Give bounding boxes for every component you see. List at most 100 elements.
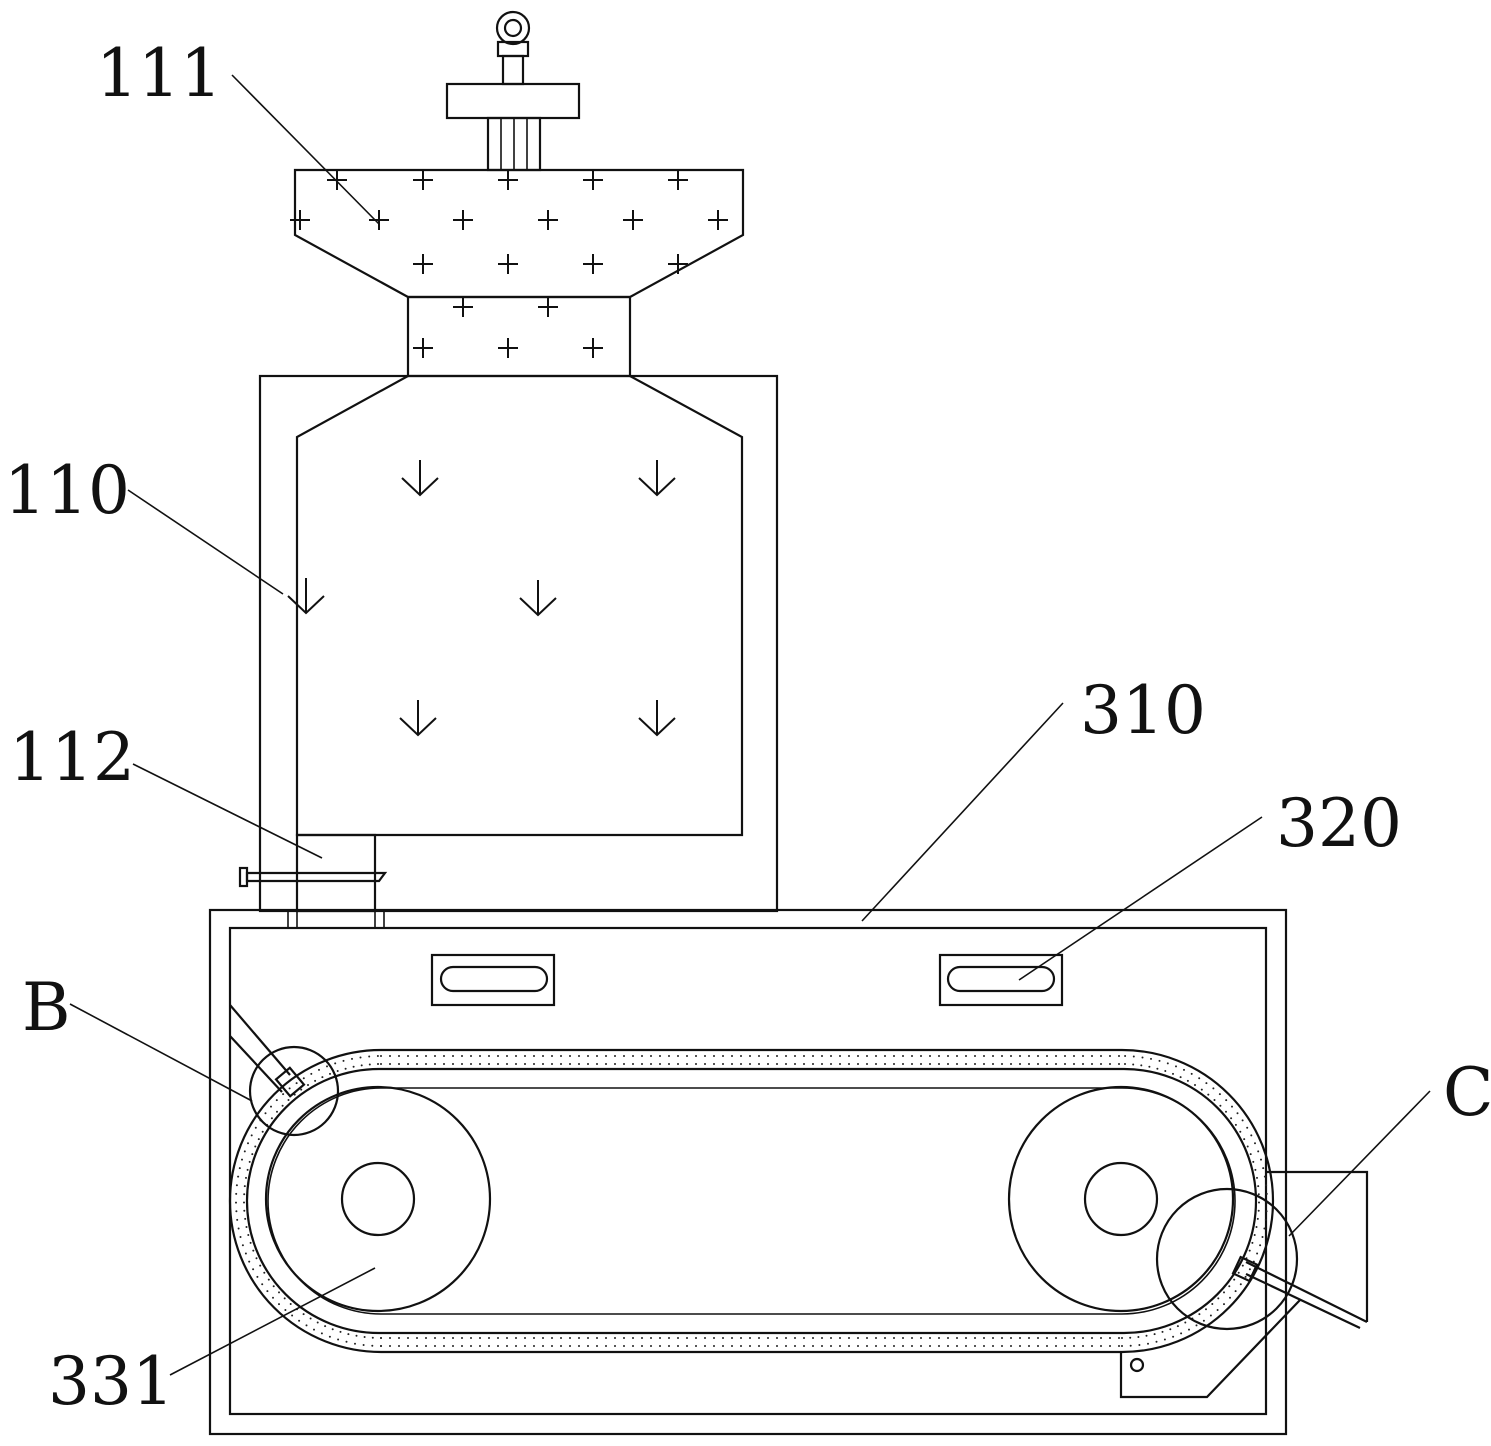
plus-mark	[453, 297, 473, 317]
belt-dot	[249, 1241, 252, 1244]
scraper-b	[229, 1004, 340, 1137]
belt-dot	[1261, 1236, 1264, 1238]
belt-dot	[443, 1337, 445, 1339]
belt-dot	[1251, 1241, 1254, 1244]
tank-outer-wall	[258, 374, 779, 913]
belt-dot	[389, 1063, 391, 1065]
belt-dot	[363, 1336, 366, 1338]
belt-dot	[929, 1063, 931, 1065]
belt-dot	[1256, 1217, 1259, 1220]
belt-dot	[632, 1055, 634, 1057]
belt-dot	[839, 1063, 841, 1065]
belt-dot	[1257, 1209, 1260, 1212]
belt-dot	[275, 1099, 278, 1102]
top-hopper	[290, 168, 745, 378]
belt-dot	[434, 1055, 436, 1057]
belt-dot	[1155, 1340, 1158, 1343]
belt-dot	[578, 1055, 580, 1057]
belt-dot	[1164, 1070, 1167, 1072]
belt-dot	[1216, 1309, 1219, 1311]
belt-dot	[1001, 1063, 1003, 1065]
plus-mark	[668, 254, 688, 274]
belt-dot	[542, 1055, 544, 1057]
belt-dot	[1244, 1275, 1247, 1278]
belt-dot	[321, 1076, 324, 1079]
belt-dot	[1001, 1055, 1003, 1057]
leader-112	[132, 763, 323, 859]
label-112: 112	[9, 719, 135, 796]
belt-dot	[596, 1063, 598, 1065]
belt-dot	[875, 1063, 877, 1065]
belt-dot	[407, 1063, 409, 1065]
belt-dot	[803, 1055, 805, 1057]
belt-dot	[1241, 1119, 1244, 1122]
belt-dot	[452, 1055, 454, 1057]
belt-dot	[1163, 1338, 1166, 1341]
belt-dot	[776, 1063, 778, 1065]
belt-dot	[911, 1063, 913, 1065]
leader-320	[1018, 816, 1263, 981]
belt-dot	[1265, 1210, 1268, 1213]
belt-dot	[803, 1337, 805, 1339]
belt-dot	[1256, 1252, 1259, 1255]
belt-dot	[452, 1063, 454, 1065]
belt-dot	[641, 1337, 643, 1339]
belt-dot	[758, 1063, 760, 1065]
belt-dot	[254, 1145, 257, 1148]
belt-dot	[560, 1337, 562, 1339]
belt-dot	[1037, 1063, 1039, 1065]
belt-dot	[695, 1337, 697, 1339]
belt-dot	[551, 1063, 553, 1065]
belt-dot	[506, 1063, 508, 1065]
belt-dot	[515, 1345, 517, 1347]
belt-dot	[1259, 1244, 1262, 1247]
belt-dot	[398, 1063, 400, 1065]
belt-dot	[938, 1055, 940, 1057]
belt-dot	[1137, 1336, 1140, 1338]
belt-dot	[992, 1337, 994, 1339]
belt-dot	[614, 1337, 616, 1339]
belt-dot	[272, 1285, 275, 1288]
belt-dot	[237, 1227, 240, 1230]
belt-dot	[506, 1337, 508, 1339]
belt-dot	[821, 1055, 823, 1057]
belt-dot	[461, 1337, 463, 1339]
belt-dot	[352, 1065, 355, 1068]
belt-dot	[470, 1337, 472, 1339]
belt-dot	[848, 1337, 850, 1339]
conveyor-belt	[228, 1048, 1275, 1354]
belt-dot	[1150, 1057, 1152, 1060]
belt-dot	[389, 1345, 391, 1347]
belt-dot	[243, 1185, 246, 1188]
belt-dot	[866, 1345, 868, 1347]
belt-dot	[270, 1105, 272, 1108]
down-arrow-icon	[638, 460, 676, 497]
belt-dot	[1195, 1324, 1198, 1327]
scraper-c	[1119, 1170, 1369, 1399]
belt-dot	[713, 1063, 715, 1065]
belt-dot	[1064, 1345, 1066, 1347]
belt-dot	[243, 1201, 245, 1204]
belt-dot	[956, 1055, 958, 1057]
belt-dot	[1209, 1314, 1212, 1317]
belt-dot	[668, 1063, 670, 1065]
belt-dot	[587, 1345, 589, 1347]
belt-dot	[1109, 1055, 1111, 1057]
belt-dot	[351, 1057, 353, 1060]
belt-dot	[256, 1275, 259, 1278]
belt-dot	[298, 1319, 301, 1322]
belt-dot	[767, 1345, 769, 1347]
belt-dot	[1055, 1345, 1057, 1347]
belt-dot	[992, 1055, 994, 1057]
belt-dot	[686, 1345, 688, 1347]
belt-dot	[713, 1337, 715, 1339]
belt-dot	[1241, 1264, 1244, 1267]
belt-dot	[947, 1337, 949, 1339]
belt-dot	[983, 1345, 985, 1347]
belt-dot	[794, 1337, 796, 1339]
material-fill-marks	[290, 170, 728, 358]
belt-dot	[307, 1084, 309, 1086]
belt-dot	[866, 1337, 868, 1339]
belt-dot	[425, 1055, 427, 1057]
belt-dot	[1073, 1345, 1075, 1347]
